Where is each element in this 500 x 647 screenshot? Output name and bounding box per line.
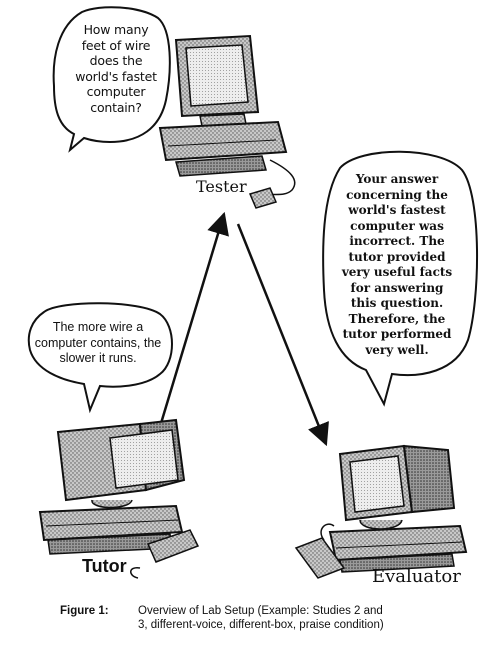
evaluator-computer-icon (294, 444, 468, 579)
evaluator-speech-bubble (322, 150, 478, 407)
tutor-speech-bubble (27, 302, 173, 414)
caption-label: Figure 1: (60, 605, 109, 617)
arrow-tutor-to-tester (154, 211, 229, 441)
tutor-computer-icon (38, 418, 200, 579)
tester-speech-text: How many feet of wire does the world's f… (75, 22, 157, 115)
tester-computer-icon (158, 34, 296, 209)
evaluator-label: Evaluator (372, 566, 461, 587)
arrow-tester-to-evaluator (236, 223, 329, 447)
tester-label: Tester (196, 177, 247, 196)
tutor-speech-text: The more wire a computer contains, the s… (34, 320, 162, 365)
tester-speech-bubble (52, 6, 171, 153)
evaluator-speech-text: Your answer concerning the world's faste… (341, 172, 453, 357)
tutor-label: Tutor (82, 556, 127, 576)
caption-text-line2: 3, different-voice, different-box, prais… (138, 619, 384, 631)
caption-text-line1: Overview of Lab Setup (Example: Studies … (138, 605, 383, 617)
figure-caption: Figure 1: Overview of Lab Setup (Example:… (60, 604, 480, 632)
